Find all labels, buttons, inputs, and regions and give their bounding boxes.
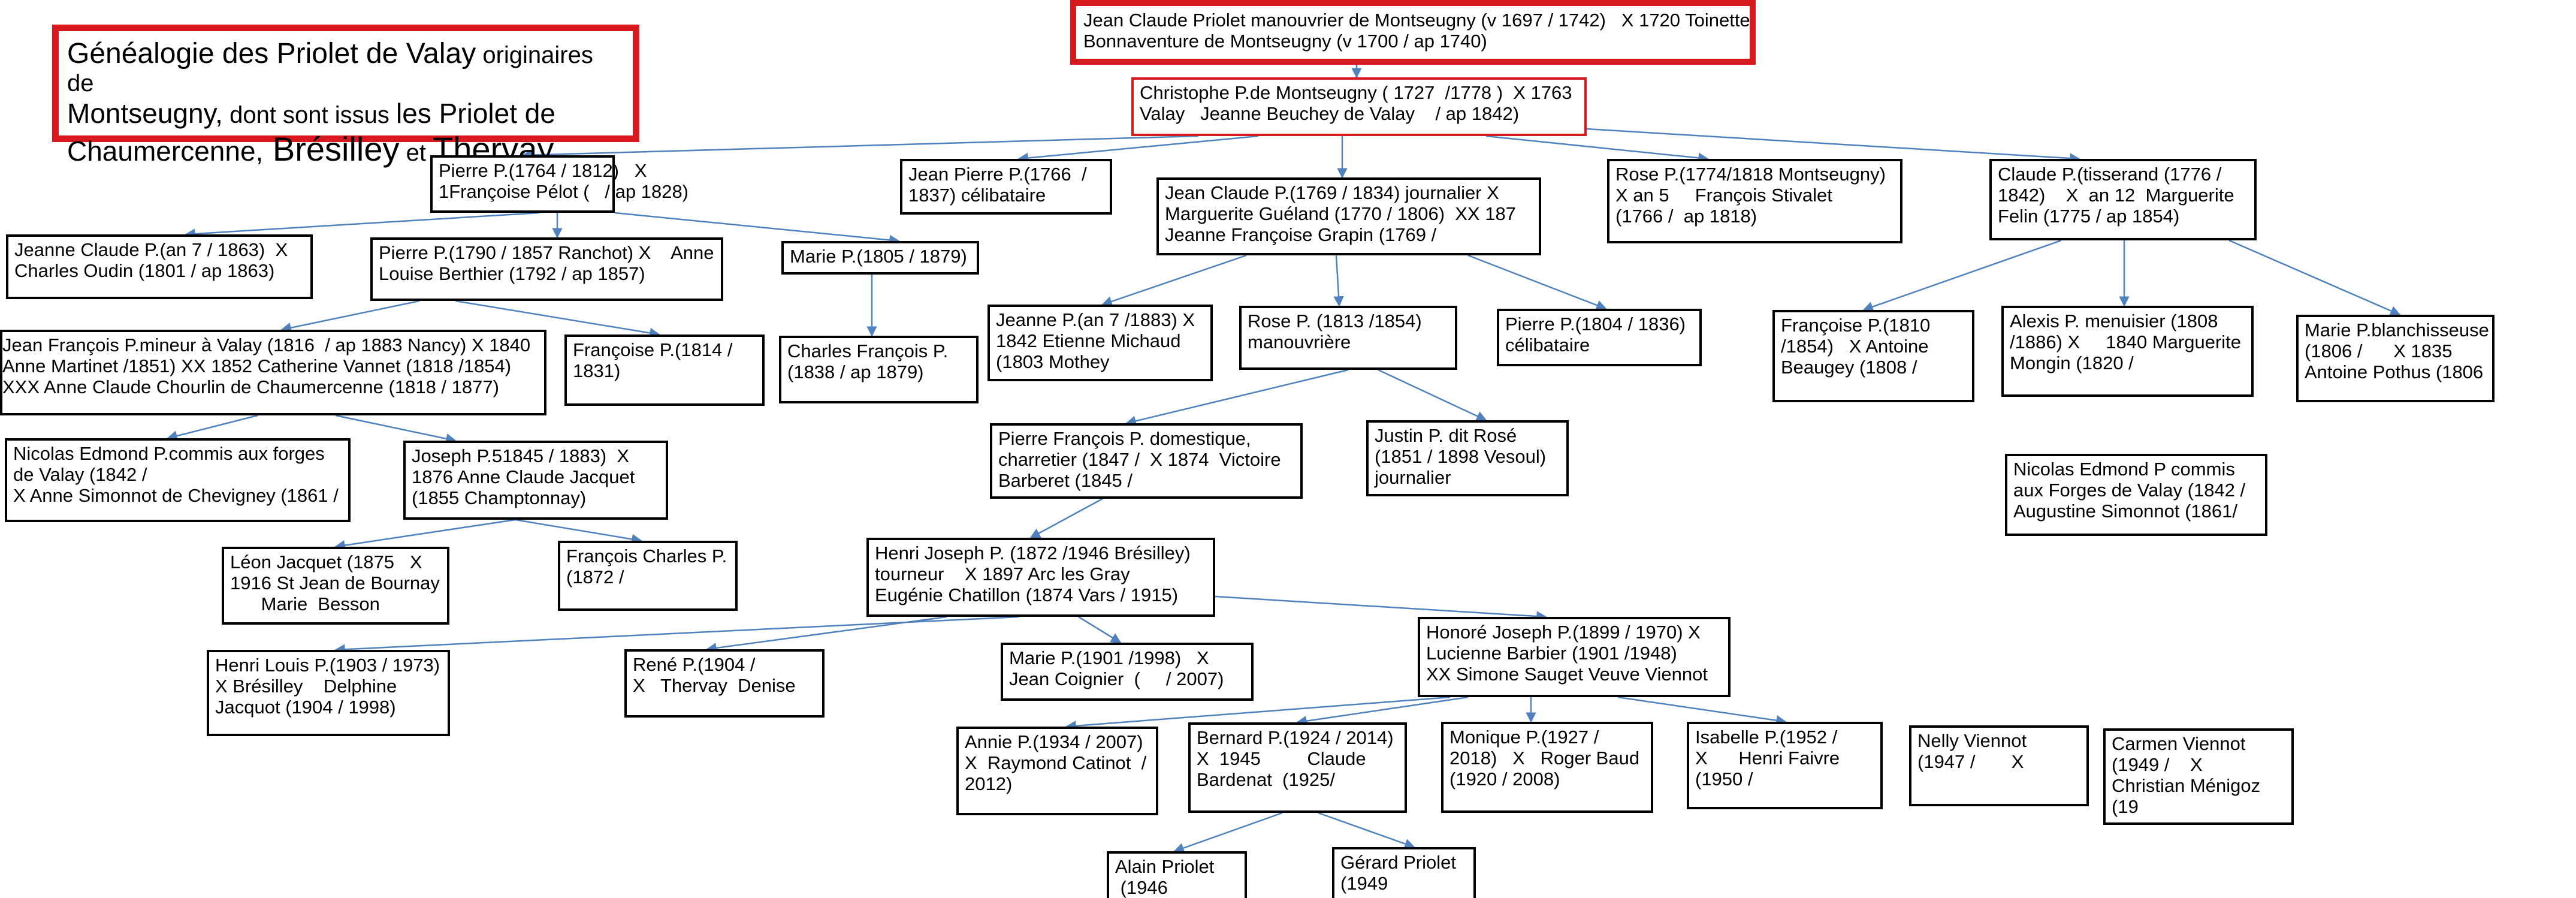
person-box-nelly: Nelly Viennot (1947 / X [1909,725,2089,806]
connector-arrow [185,212,540,239]
person-box-pierre-1790: Pierre P.(1790 / 1857 Ranchot) X Anne Lo… [370,237,723,301]
person-box-honore: Honoré Joseph P.(1899 / 1970) X Lucienne… [1418,617,1731,697]
person-box-henri-louis: Henri Louis P.(1903 / 1973) X Brésilley … [207,650,450,736]
person-box-leon: Léon Jacquet (1875 X 1916 St Jean de Bou… [222,547,449,625]
connector-arrow [280,300,420,333]
connector-arrow [2228,239,2401,316]
person-box-jean-claude-1769: Jean Claude P.(1769 / 1834) journalier X… [1156,177,1541,255]
person-box-charles-francois: Charles François P. (1838 / ap 1879) [779,336,979,403]
title-part-5: les Priolet de [396,98,555,129]
person-box-jean-pierre-1766: Jean Pierre P.(1766 / 1837) célibataire [900,159,1112,215]
person-box-monique: Monique P.(1927 / 2018) X Roger Baud (19… [1441,722,1653,813]
person-box-claude-1776: Claude P.(tisserand (1776 / 1842) X an 1… [1989,159,2257,240]
person-box-marie-blanchisseuse: Marie P.blanchisseuse (1806 / X 1835 Ant… [2296,315,2495,402]
connector-arrow [1296,696,1469,727]
person-box-marie-1805: Marie P.(1805 / 1879) [781,241,979,275]
person-box-jeanne-an7: Jeanne P.(an 7 /1883) X 1842 Etienne Mic… [987,305,1213,381]
connector-arrow [1586,128,2080,164]
person-box-nicolas-edmond-a: Nicolas Edmond P.commis aux forges de Va… [5,438,351,522]
connector-arrow [334,519,516,551]
connector-arrow [1078,616,1122,644]
person-box-pierre-1764: Pierre P.(1764 / 1812) X 1Françoise Pélo… [430,155,688,213]
person-box-joseph-1845: Joseph P.51845 / 1883) X 1876 Anne Claud… [403,441,668,520]
person-box-rose-1813: Rose P. (1813 /1854) manouvrière [1239,306,1457,370]
person-box-carmen: Carmen Viennot (1949 / X Christian Ménig… [2103,728,2294,825]
connector-arrow [1333,255,1344,307]
person-box-jean-claude-montseugny: Jean Claude Priolet manouvrier de Montse… [1070,0,1756,65]
connector-arrow [1617,696,1787,726]
connector-arrow [1485,135,1709,164]
person-box-justin: Justin P. dit Rosé (1851 / 1898 Vesoul) … [1366,420,1569,496]
connector-arrow [1017,135,1259,164]
person-box-rose-1774: Rose P.(1774/1818 Montseugny) X an 5 Fra… [1607,159,1902,243]
connector-arrow [1862,239,2062,312]
connector-arrow [455,300,660,339]
connector-arrow [1101,254,1247,307]
connector-arrow [1029,498,1103,539]
person-box-francois-charles: François Charles P. (1872 / [558,541,738,611]
person-box-alain: Alain Priolet (1946 [1107,851,1247,898]
connector-arrow [1173,812,1283,853]
person-box-bernard: Bernard P.(1924 / 2014) X 1945 Claude Ba… [1188,722,1407,813]
connector-arrow [515,519,642,545]
person-box-henri-joseph: Henri Joseph P. (1872 /1946 Brésilley) t… [866,538,1215,617]
title-part-4: dont sont issus [222,102,397,128]
connector-arrow [1125,369,1349,426]
connector-arrow [1318,812,1415,849]
connector-arrow [335,414,457,444]
connector-arrow [1215,595,1547,622]
connector-arrow [521,135,1199,161]
person-box-pierre-francois: Pierre François P. domestique, charretie… [990,423,1303,499]
title-part-6: Chaumercenne, [67,135,264,167]
title-part-8: et [399,140,433,166]
person-box-isabelle: Isabelle P.(1952 / X Henri Faivre (1950 … [1687,722,1883,809]
title-part-1: Généalogie des Priolet de Valay [67,38,476,70]
title-part-7: Brésilley [263,130,400,168]
person-box-jeanne-claude-an7: Jeanne Claude P.(an 7 / 1863) X Charles … [6,234,313,299]
person-box-marie-1901: Marie P.(1901 /1998) X Jean Coignier ( /… [1001,643,1254,701]
title-part-2: originaires de [67,42,593,97]
person-box-annie: Annie P.(1934 / 2007) X Raymond Catinot … [956,727,1158,815]
person-box-gerard: Gérard Priolet (1949 [1332,847,1476,898]
person-box-francoise-1814: Françoise P.(1814 / 1831) [564,335,765,406]
title-part-3: Montseugny, [67,98,223,129]
diagram-title: Généalogie des Priolet de Valay originai… [52,25,639,168]
connector-arrow [1467,254,1607,311]
person-box-nicolas-edmond-b: Nicolas Edmond P commis aux Forges de Va… [2005,454,2267,536]
person-box-christophe: Christophe P.de Montseugny ( 1727 /1778 … [1131,77,1587,136]
connector-arrow [1065,696,1451,731]
connector-arrow [1378,369,1487,421]
person-box-jean-francois: Jean François P.mineur à Valay (1816 / a… [0,330,546,415]
connector-arrow [167,414,258,441]
person-box-rene: René P.(1904 / X Thervay Denise [624,649,825,718]
person-box-francoise-1810: Françoise P.(1810 /1854) X Antoine Beaug… [1772,310,1974,402]
person-box-pierre-1804: Pierre P.(1804 / 1836) célibataire [1497,309,1702,366]
connector-arrow [614,212,900,246]
connector-arrow [706,616,947,653]
person-box-alexis: Alexis P. menuisier (1808 /1886) X 1840 … [2001,306,2254,397]
